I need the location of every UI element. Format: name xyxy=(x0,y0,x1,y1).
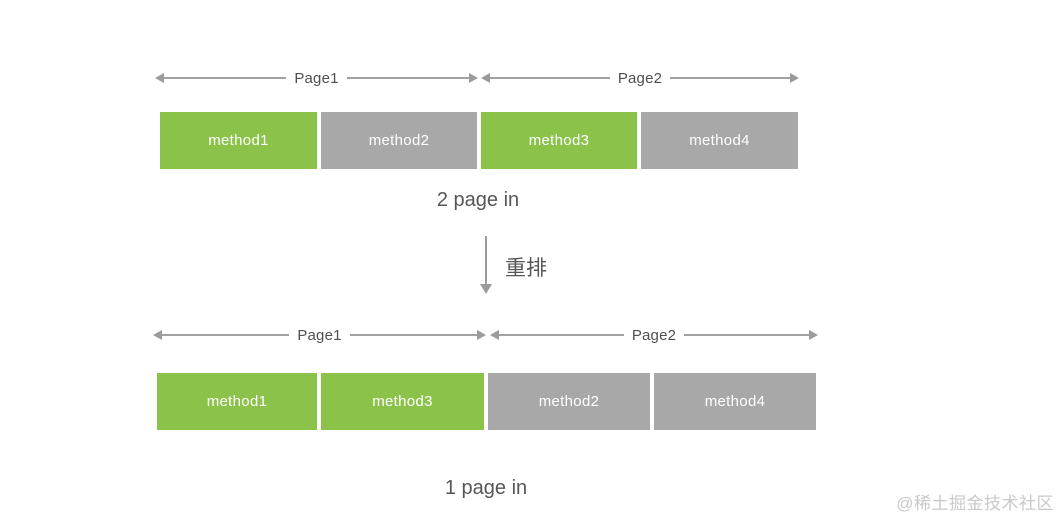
method-label: method1 xyxy=(206,393,268,410)
method-label: method3 xyxy=(528,132,590,149)
before-page2-span-arrow: Page2 xyxy=(481,69,799,87)
arrow-left-head-icon xyxy=(490,330,499,340)
arrow-line xyxy=(499,334,624,336)
arrow-line xyxy=(485,236,487,284)
after-page2-label: Page2 xyxy=(631,326,677,344)
arrow-line xyxy=(346,77,469,79)
arrow-line xyxy=(162,334,290,336)
arrow-left-head-icon xyxy=(153,330,162,340)
arrow-line xyxy=(349,334,477,336)
arrow-left-head-icon xyxy=(155,73,164,83)
arrow-left-head-icon xyxy=(481,73,490,83)
before-method-block-2: method2 xyxy=(321,112,477,169)
arrow-line xyxy=(164,77,287,79)
arrow-right-head-icon xyxy=(477,330,486,340)
method-label: method4 xyxy=(689,132,750,149)
reorder-arrow-icon xyxy=(480,236,492,294)
after-page1-label: Page1 xyxy=(297,326,342,344)
arrow-down-head-icon xyxy=(480,284,492,294)
arrow-right-head-icon xyxy=(790,73,799,83)
before-page2-label: Page2 xyxy=(617,69,663,87)
after-caption: 1 page in xyxy=(444,477,528,499)
arrow-right-head-icon xyxy=(809,330,818,340)
before-method-block-3: method3 xyxy=(481,112,637,169)
method-label: method2 xyxy=(368,132,430,149)
after-page2-span-arrow: Page2 xyxy=(490,326,818,344)
before-caption: 2 page in xyxy=(436,189,520,211)
arrow-line xyxy=(670,77,790,79)
after-method-block-1: method1 xyxy=(157,373,317,430)
after-method-block-3: method2 xyxy=(488,373,650,430)
method-label: method4 xyxy=(704,393,766,410)
after-method-block-2: method3 xyxy=(321,373,484,430)
method-label: method2 xyxy=(538,393,600,410)
watermark: @稀土掘金技术社区 xyxy=(896,494,1054,513)
before-page1-span-arrow: Page1 xyxy=(155,69,478,87)
reorder-label: 重排 xyxy=(505,257,547,280)
arrow-line xyxy=(490,77,610,79)
after-method-block-4: method4 xyxy=(654,373,816,430)
arrow-right-head-icon xyxy=(469,73,478,83)
before-method-block-4: method4 xyxy=(641,112,798,169)
after-page1-span-arrow: Page1 xyxy=(153,326,486,344)
arrow-line xyxy=(684,334,809,336)
before-method-block-1: method1 xyxy=(160,112,317,169)
method-label: method1 xyxy=(208,132,269,149)
method-label: method3 xyxy=(372,393,433,410)
before-page1-label: Page1 xyxy=(294,69,339,87)
